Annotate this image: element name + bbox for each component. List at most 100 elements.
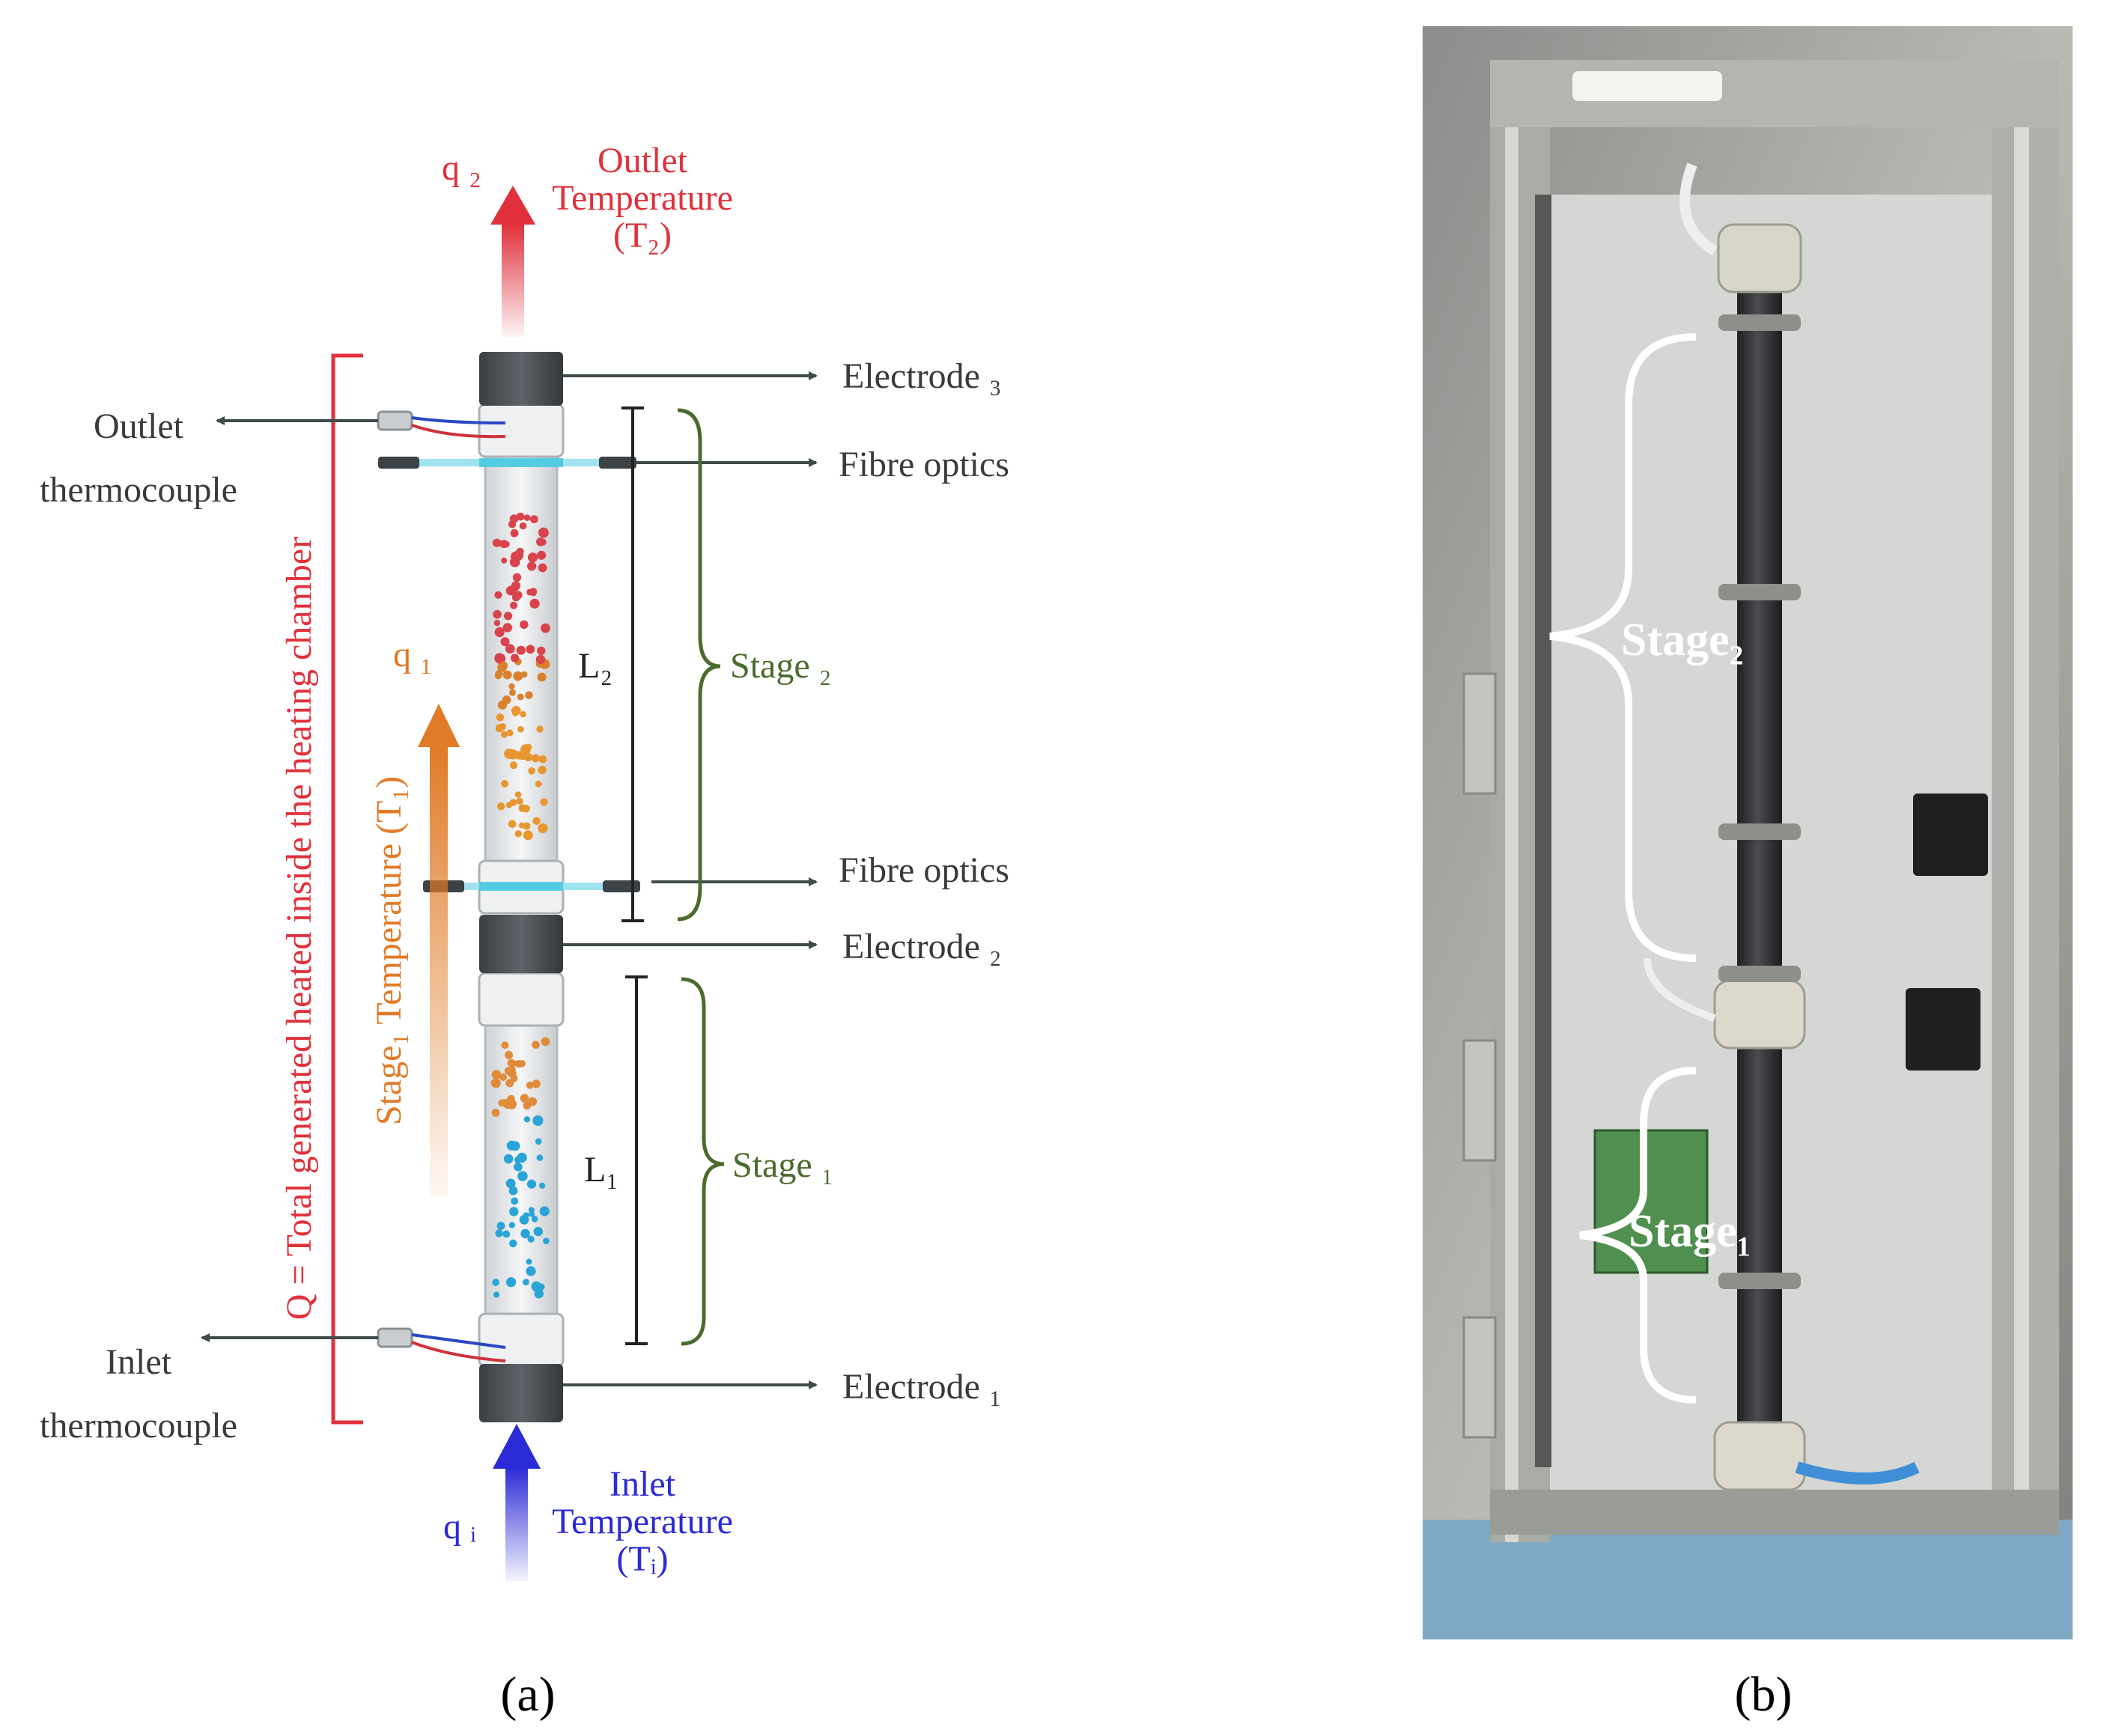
particle [531,754,540,763]
outlet-temperature-line1: Outlet [598,141,688,180]
outlet-thermocouple-sensor [377,410,506,439]
particle [501,1041,509,1050]
particle [526,645,535,654]
panel-a: q ₂ Outlet Temperature (T₂) Q = Total ge… [40,141,1009,1722]
particle [523,1279,529,1285]
particle [506,1099,517,1109]
particle [510,601,517,609]
particle [514,791,522,798]
particle [509,761,518,770]
particle [508,1186,518,1196]
particle [499,661,508,670]
particle [509,689,516,696]
particle [517,725,524,733]
particle [526,1081,534,1089]
inlet-temperature-line1: Inlet [609,1464,676,1504]
particle [509,1239,517,1248]
particle [490,1078,501,1088]
particle [517,693,524,701]
particle [516,645,526,655]
particle [543,1237,550,1244]
total-heat-bracket [331,353,363,1425]
particle [525,691,533,699]
particle [529,588,538,595]
outlet-temperature-line3: (T₂) [613,216,672,255]
panel-b-caption: (b) [1735,1667,1793,1722]
particle [506,729,514,737]
particle [502,670,512,680]
particle [502,695,511,704]
fibre-optics-bottom-label: Fibre optics [839,850,1009,890]
particle [523,1212,529,1219]
particle [493,609,502,619]
particle [528,1097,537,1106]
particle [539,1206,550,1216]
particle [528,767,535,775]
particle [527,1235,535,1243]
particle [500,1099,508,1106]
particle [517,1171,528,1181]
particle [526,832,533,839]
particle [508,820,517,828]
particle [510,1141,520,1151]
particle [526,1179,537,1189]
particle [532,817,541,826]
particle [496,802,505,811]
particle [532,1041,540,1049]
outlet-temperature-line2: Temperature [552,178,733,218]
particle [531,1216,538,1222]
stage1-temperature-label: Stage₁ Temperature (T₁) [369,776,409,1125]
l2-label: L₂ [578,646,612,686]
particle [513,671,523,681]
particle [502,1230,511,1238]
particle [506,1277,517,1288]
inlet-flow-arrow [493,1424,541,1581]
particle [508,683,515,690]
particle [509,557,520,567]
particle [537,672,547,682]
particle [537,550,547,560]
particle [511,710,519,716]
stage-1-label: Stage ₁ [732,1145,833,1185]
particles [490,512,550,1299]
particle [493,1291,500,1298]
particle [512,573,522,582]
particle [538,563,547,573]
inlet-thermocouple-label-1: Inlet [106,1342,172,1382]
particle [492,1279,499,1286]
electrode-3-body [479,352,563,406]
particle [527,561,537,571]
particle [494,591,502,599]
particle [533,1226,543,1237]
particle [522,805,530,813]
total-heat-label: Q = Total generated heated inside the he… [279,537,319,1320]
particle [514,1163,523,1172]
particle [538,1283,545,1291]
particle [500,637,510,647]
particle [495,669,503,678]
photo-stage-2-label: Stage₂ [1621,615,1743,666]
particle [541,1037,550,1047]
particle [509,514,519,523]
particle [505,1050,513,1059]
particle [491,1070,502,1079]
particle [503,612,513,621]
outlet-thermocouple-label-1: Outlet [94,406,184,446]
inlet-thermocouple-sensor [377,1327,506,1362]
particle [538,755,547,764]
particle [520,1094,529,1103]
electrode-3-label: Electrode ₃ [842,356,1002,396]
particle [539,1182,546,1189]
particle [491,1109,500,1117]
particle [538,765,547,775]
reactor-rod [1737,247,1782,1475]
particle [502,623,512,633]
fibre-optic-bottom [423,880,640,892]
photo-stage-1-brace [1579,1067,1697,1404]
particle [523,514,531,521]
particle [518,752,527,761]
stage-2-brace [677,408,721,922]
particle [541,623,550,633]
particle [501,780,509,788]
